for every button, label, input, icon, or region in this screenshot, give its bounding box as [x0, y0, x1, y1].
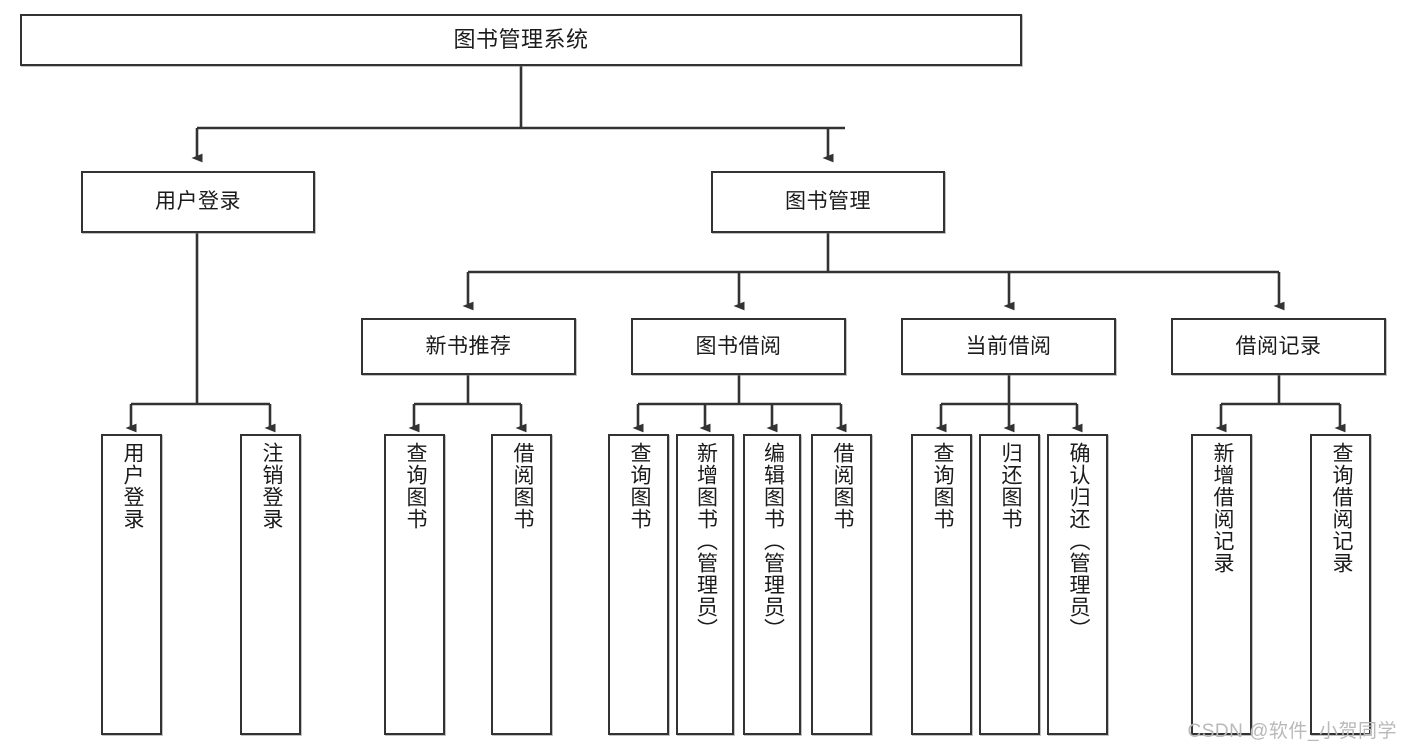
csdn-watermark: CSDN @软件_小贺同学	[1187, 721, 1397, 742]
node-label: 归还图书	[998, 442, 1022, 530]
node-label: 新增借阅记录	[1210, 442, 1234, 574]
node-book-management[interactable]: 图书管理	[711, 171, 945, 233]
node-label: 图书借阅	[695, 334, 782, 358]
node-borrow-record[interactable]: 借阅记录	[1171, 318, 1386, 375]
node-user-login[interactable]: 用户登录	[81, 171, 315, 233]
node-label: 查询图书	[403, 442, 427, 530]
node-label: 用户登录	[155, 190, 241, 214]
node-label: 查询图书	[930, 442, 954, 530]
leaf-logout[interactable]: 注销登录	[240, 434, 301, 735]
node-current-borrow[interactable]: 当前借阅	[901, 318, 1116, 375]
node-label: 借阅图书	[830, 442, 854, 530]
leaf-current-confirm-return-admin[interactable]: 确认归还（管理员）	[1047, 434, 1108, 735]
leaf-current-return-book[interactable]: 归还图书	[979, 434, 1040, 735]
node-label: 新书推荐	[425, 334, 512, 358]
node-label: 编辑图书（管理员）	[761, 442, 785, 640]
node-book-borrow[interactable]: 图书借阅	[631, 318, 846, 375]
node-label: 当前借阅	[965, 334, 1052, 358]
node-label: 图书管理系统	[453, 26, 589, 52]
node-label: 确认归还（管理员）	[1066, 442, 1090, 640]
leaf-borrow-borrow-book[interactable]: 借阅图书	[811, 434, 872, 735]
leaf-new-book-borrow[interactable]: 借阅图书	[491, 434, 552, 735]
leaf-borrow-add-book-admin[interactable]: 新增图书（管理员）	[676, 434, 734, 735]
leaf-new-book-query[interactable]: 查询图书	[384, 434, 445, 735]
node-root-system[interactable]: 图书管理系统	[20, 14, 1022, 66]
node-label: 查询借阅记录	[1329, 442, 1353, 574]
leaf-user-login[interactable]: 用户登录	[101, 434, 162, 735]
node-new-book-recommend[interactable]: 新书推荐	[361, 318, 576, 375]
node-label: 图书管理	[785, 190, 871, 214]
node-label: 查询图书	[627, 442, 651, 530]
node-label: 新增图书（管理员）	[694, 442, 718, 640]
node-label: 借阅图书	[510, 442, 534, 530]
leaf-borrow-query-book[interactable]: 查询图书	[608, 434, 669, 735]
leaf-borrow-edit-book-admin[interactable]: 编辑图书（管理员）	[743, 434, 801, 735]
node-label: 借阅记录	[1235, 334, 1322, 358]
node-label: 用户登录	[120, 442, 144, 530]
leaf-current-query-book[interactable]: 查询图书	[911, 434, 972, 735]
node-label: 注销登录	[259, 442, 283, 530]
leaf-record-add[interactable]: 新增借阅记录	[1191, 434, 1252, 735]
leaf-record-query[interactable]: 查询借阅记录	[1310, 434, 1371, 735]
